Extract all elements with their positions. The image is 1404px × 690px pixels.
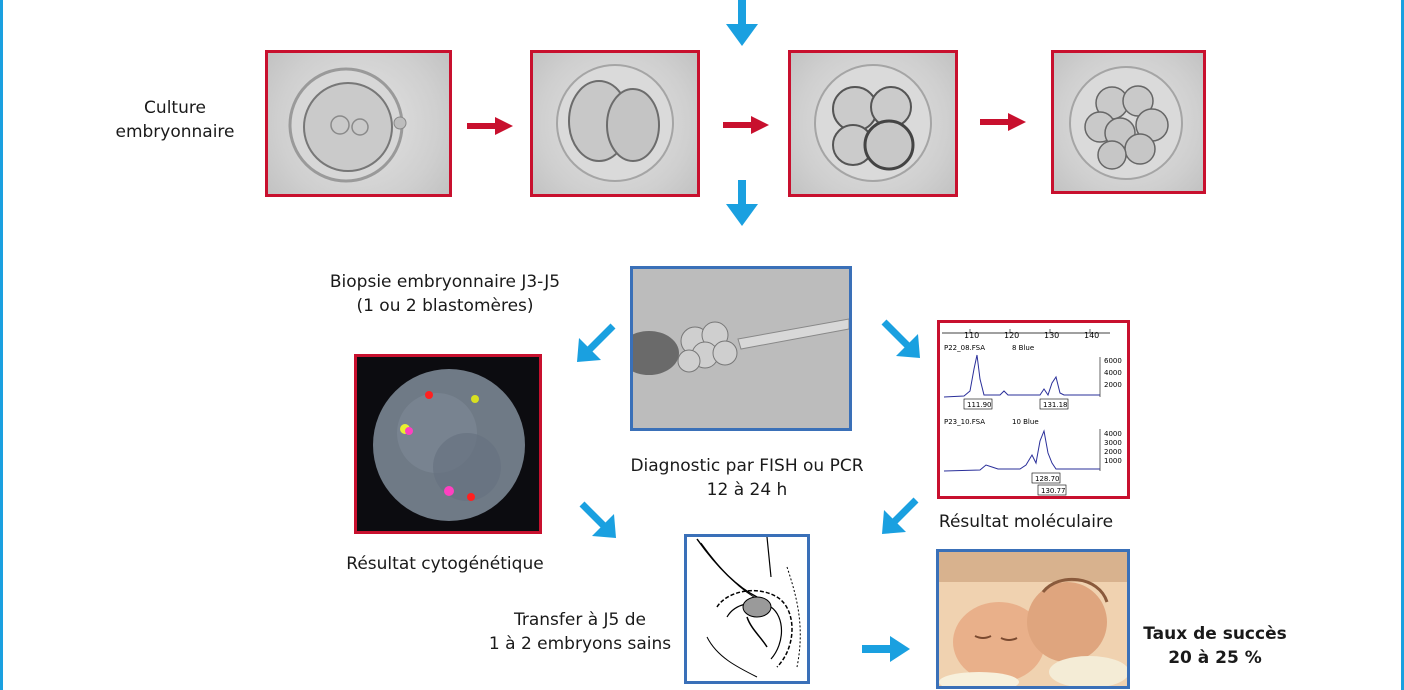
- tick-label: 140: [1084, 331, 1099, 340]
- trace2-dye: 10 Blue: [1012, 418, 1039, 426]
- culture-label: Culture embryonnaire: [115, 98, 235, 142]
- trace2-peak-label: 130.77: [1041, 487, 1066, 495]
- trace2-ytick: 3000: [1104, 439, 1122, 447]
- trace1-ytick: 2000: [1104, 381, 1122, 389]
- trace1-peak-label: 131.18: [1043, 401, 1068, 409]
- success-rate-label: Taux de succès 20 à 25 %: [1143, 624, 1287, 668]
- fish-result-image: [354, 354, 542, 534]
- moleculaire-label: Résultat moléculaire: [938, 512, 1114, 532]
- arrow-down-left-2-icon: [882, 497, 919, 534]
- arrow-right-final-icon: [862, 636, 910, 662]
- embryo-2cell-image: [530, 50, 700, 197]
- arrow-right-3-icon: [980, 113, 1026, 131]
- trace2-ytick: 1000: [1104, 457, 1122, 465]
- trace1-name: P22_08.FSA: [944, 344, 985, 352]
- embryo-zygote-image: [265, 50, 452, 197]
- babies-photo: [936, 549, 1130, 689]
- embryo-4cell-image: [788, 50, 958, 197]
- tick-label: 120: [1004, 331, 1019, 340]
- trace1-peak-label: 111.90: [967, 401, 992, 409]
- transfer-label: Transfer à J5 de 1 à 2 embryons sains: [488, 610, 672, 654]
- cytogenetique-label: Résultat cytogénétique: [346, 554, 544, 574]
- biopsie-label: Biopsie embryonnaire J3-J5 (1 ou 2 blast…: [329, 272, 561, 316]
- arrow-down-right-2-icon: [579, 501, 616, 538]
- trace2-peak-label: 128.70: [1035, 475, 1060, 483]
- arrow-down-right-1-icon: [881, 319, 920, 358]
- trace1-ytick: 4000: [1104, 369, 1122, 377]
- embryo-8cell-image: [1051, 50, 1206, 194]
- trace2-ytick: 4000: [1104, 430, 1122, 438]
- arrow-right-2-icon: [723, 116, 769, 134]
- tick-label: 130: [1044, 331, 1059, 340]
- trace1-ytick: 6000: [1104, 357, 1122, 365]
- arrow-down-left-1-icon: [577, 323, 616, 362]
- transfer-diagram: [684, 534, 810, 684]
- trace2-ytick: 2000: [1104, 448, 1122, 456]
- molecular-result-chart: 110 120 130 140 P22_08.FSA 8 Blue 6000 4…: [937, 320, 1130, 499]
- arrow-right-1-icon: [467, 117, 513, 135]
- tick-label: 110: [964, 331, 979, 340]
- arrow-down-top-icon: [726, 0, 758, 46]
- trace2-name: P23_10.FSA: [944, 418, 985, 426]
- arrow-down-middle-icon: [726, 180, 758, 226]
- trace1-dye: 8 Blue: [1012, 344, 1034, 352]
- biopsie-image: [630, 266, 852, 431]
- diagnostic-label: Diagnostic par FISH ou PCR 12 à 24 h: [630, 456, 864, 500]
